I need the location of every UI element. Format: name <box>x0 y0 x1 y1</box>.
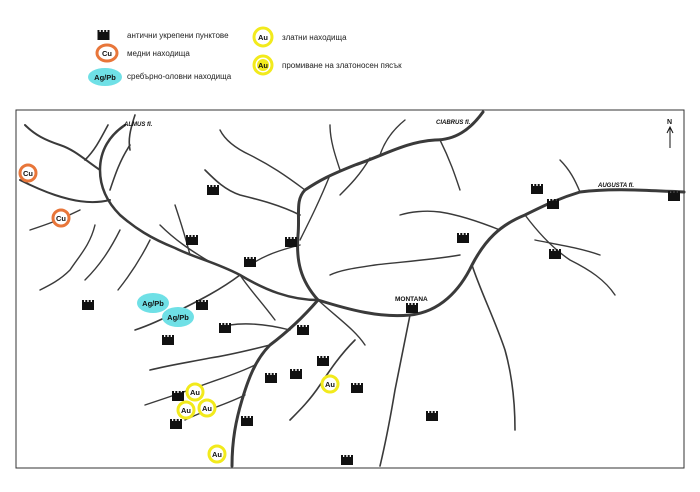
river-trib-4 <box>149 344 271 371</box>
river-trib-17 <box>471 264 516 431</box>
river-trib-20 <box>524 214 616 296</box>
gold-deposit-label: Au <box>325 380 335 389</box>
river-trib-2 <box>159 224 211 263</box>
legend-copper-label: медни находища <box>127 49 190 58</box>
river-almus-5 <box>109 144 131 191</box>
silver-deposit: Ag/Pb <box>137 293 169 313</box>
river-trib-25 <box>239 274 276 321</box>
legend-gold-label: златни находища <box>282 33 347 42</box>
gold-deposit-label: Au <box>202 404 212 413</box>
river-almus-9 <box>84 229 121 281</box>
river-trib-16 <box>379 314 411 467</box>
copper-deposit: Cu <box>51 208 71 228</box>
river-trib-24 <box>339 157 371 196</box>
gold-deposit: Au <box>176 400 196 420</box>
silver-deposit-label: Ag/Pb <box>167 313 189 322</box>
copper-legend-badge-text: Cu <box>102 49 112 58</box>
town-label-montana: MONTANA <box>395 296 428 303</box>
silver-deposit: Ag/Pb <box>162 307 194 327</box>
north-arrow-icon: N <box>666 119 674 148</box>
gold-deposit-label: Au <box>190 388 200 397</box>
copper-deposit-label: Cu <box>23 169 33 178</box>
copper-deposit: Cu <box>18 163 38 183</box>
copper-legend-badge: Cu <box>95 43 119 63</box>
gold-deposit: Au <box>320 374 340 394</box>
gold-deposit: Au <box>197 398 217 418</box>
river-trib-15 <box>317 299 366 346</box>
silver-legend-badge: Ag/Pb <box>88 68 122 86</box>
legend-silver-label: сребърно-оловни находища <box>127 72 232 81</box>
river-trib-14 <box>289 339 356 421</box>
panning-legend-badge: Au <box>252 54 274 76</box>
river-almus-8 <box>39 224 96 291</box>
legend-panning-label: промиване на златоносен пясък <box>282 61 402 70</box>
north-label: N <box>667 119 672 126</box>
fortress-icon <box>97 30 110 40</box>
river-trib-22 <box>559 159 581 193</box>
river-label-augusta: AUGUSTA fl. <box>597 183 634 189</box>
gold-deposit-label: Au <box>181 406 191 415</box>
river-trib-19 <box>399 210 501 231</box>
deposit-layer: Cu Cu Ag/Pb Ag/Pb Au Au Au Au <box>18 163 340 464</box>
river-trib-18 <box>329 254 461 276</box>
river-trib-23 <box>439 139 461 191</box>
gold-deposit: Au <box>207 444 227 464</box>
river-almus-4 <box>84 124 109 161</box>
river-almus-6 <box>128 114 136 151</box>
legend-fortress-label: антични укрепени пунктове <box>127 31 229 40</box>
river-label-almus: ALMUS fl. <box>123 122 153 128</box>
gold-legend-badge: Au <box>252 26 274 48</box>
gold-legend-badge-text: Au <box>258 33 268 42</box>
river-trib-8 <box>204 169 301 216</box>
map-frame <box>15 109 685 469</box>
river-trib-3 <box>174 204 191 256</box>
silver-legend-badge-text: Ag/Pb <box>94 73 116 82</box>
silver-deposit-label: Ag/Pb <box>142 299 164 308</box>
river-almus-10 <box>117 239 151 291</box>
gold-deposit: Au <box>185 382 205 402</box>
river-trib-9 <box>219 129 306 191</box>
legend: антични укрепени пунктове Cu медни наход… <box>88 26 402 86</box>
river-trib-13 <box>299 174 331 241</box>
river-augusta <box>316 188 686 318</box>
river-trib-7 <box>229 323 291 331</box>
gold-deposit-label: Au <box>212 450 222 459</box>
panning-legend-badge-text: Au <box>258 61 268 70</box>
river-almus-3 <box>19 179 111 204</box>
river-trib-12 <box>379 119 406 156</box>
river-label-ciabrus: CIABRUS fl. <box>436 120 471 126</box>
river-trib-21 <box>534 239 601 256</box>
river-trib-11 <box>329 124 341 171</box>
river-almus-2 <box>24 124 101 171</box>
copper-deposit-label: Cu <box>56 214 66 223</box>
river-main <box>230 110 485 468</box>
river-network <box>19 110 686 468</box>
